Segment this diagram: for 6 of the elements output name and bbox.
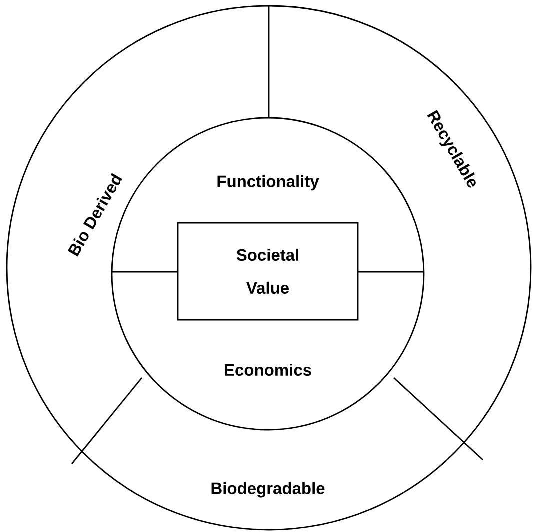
center-box [177,222,359,321]
segment-label: Functionality [218,175,320,191]
segment-label: Societal Value [236,248,298,294]
segment-label: Economics [225,364,312,376]
segment-label: Biodegradable [212,482,325,498]
circle [6,5,532,531]
